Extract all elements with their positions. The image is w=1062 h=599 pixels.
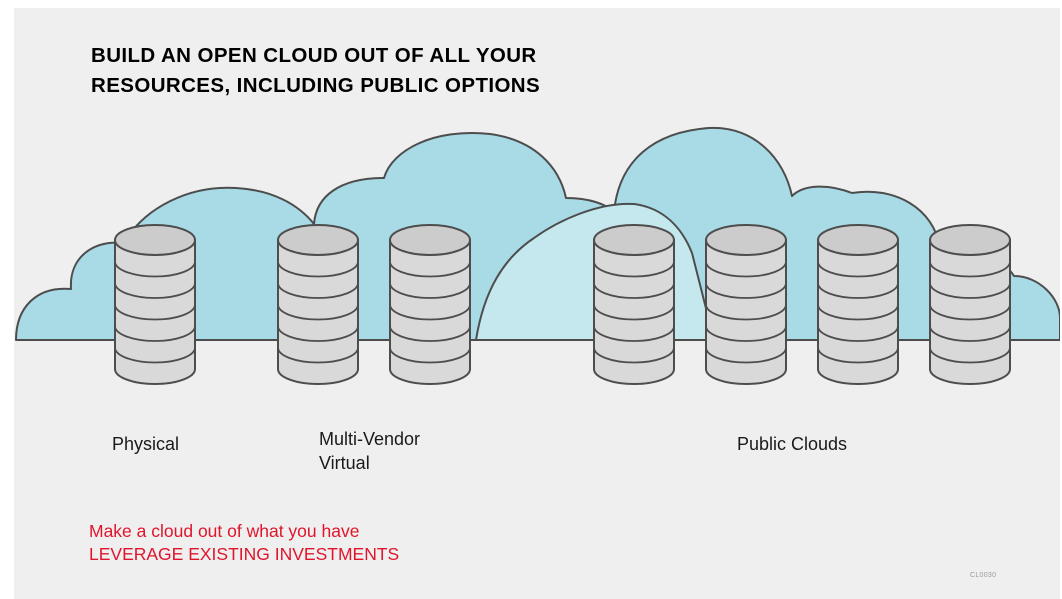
slide-code: CL0030: [970, 572, 997, 579]
disk-separator: [389, 282, 471, 299]
slide: BUILD AN OPEN CLOUD OUT OF ALL YOUR RESO…: [14, 8, 1060, 599]
disk-separator: [114, 325, 196, 342]
title-line-2: RESOURCES, INCLUDING PUBLIC OPTIONS: [91, 74, 541, 97]
disk-separator: [817, 282, 899, 299]
database-stack-icon: [929, 224, 1011, 385]
disk-separator: [705, 282, 787, 299]
tagline: Make a cloud out of what you have LEVERA…: [89, 520, 399, 566]
disk-separator: [929, 261, 1011, 278]
disk-separator: [389, 304, 471, 321]
servers-layer: [114, 224, 1011, 385]
disk-separator: [389, 261, 471, 278]
label-multi-vendor-virtual: Multi-Vendor Virtual: [319, 427, 420, 475]
database-stack-icon: [593, 224, 675, 385]
disk-separator: [277, 347, 359, 364]
disk-separator: [593, 347, 675, 364]
disk-separator: [389, 347, 471, 364]
disk-separator: [705, 325, 787, 342]
server-top: [929, 224, 1011, 256]
server-top: [593, 224, 675, 256]
disk-separator: [114, 304, 196, 321]
label-virtual-line-2: Virtual: [319, 453, 370, 473]
disk-separator: [593, 304, 675, 321]
server-body: [705, 239, 787, 385]
server-top: [277, 224, 359, 256]
slide-title: BUILD AN OPEN CLOUD OUT OF ALL YOUR RESO…: [91, 41, 540, 101]
database-stack-icon: [277, 224, 359, 385]
server-body: [114, 239, 196, 385]
database-stack-icon: [114, 224, 196, 385]
server-top: [817, 224, 899, 256]
disk-separator: [929, 325, 1011, 342]
server-top: [114, 224, 196, 256]
disk-separator: [277, 261, 359, 278]
database-stack-icon: [705, 224, 787, 385]
title-line-1: BUILD AN OPEN CLOUD OUT OF ALL YOUR: [91, 44, 537, 67]
server-body: [277, 239, 359, 385]
disk-separator: [277, 282, 359, 299]
database-stack-icon: [389, 224, 471, 385]
server-body: [817, 239, 899, 385]
tagline-line-1: Make a cloud out of what you have: [89, 521, 360, 541]
server-body: [929, 239, 1011, 385]
disk-separator: [114, 261, 196, 278]
disk-separator: [817, 325, 899, 342]
disk-separator: [705, 261, 787, 278]
disk-separator: [114, 347, 196, 364]
disk-separator: [705, 304, 787, 321]
disk-separator: [114, 282, 196, 299]
disk-separator: [277, 325, 359, 342]
server-body: [593, 239, 675, 385]
label-physical: Physical: [112, 434, 180, 454]
server-body: [389, 239, 471, 385]
disk-separator: [817, 347, 899, 364]
server-top: [389, 224, 471, 256]
disk-separator: [277, 304, 359, 321]
database-stack-icon: [817, 224, 899, 385]
disk-separator: [817, 261, 899, 278]
disk-separator: [705, 347, 787, 364]
label-virtual-line-1: Multi-Vendor: [319, 429, 421, 449]
disk-separator: [817, 304, 899, 321]
disk-separator: [929, 347, 1011, 364]
disk-separator: [593, 282, 675, 299]
server-top: [705, 224, 787, 256]
disk-separator: [929, 282, 1011, 299]
disk-separator: [389, 325, 471, 342]
disk-separator: [929, 304, 1011, 321]
cloud-diagram: [15, 126, 1060, 385]
disk-separator: [593, 325, 675, 342]
disk-separator: [593, 261, 675, 278]
tagline-line-2: LEVERAGE EXISTING INVESTMENTS: [89, 544, 400, 564]
label-public-clouds: Public Clouds: [737, 434, 848, 454]
